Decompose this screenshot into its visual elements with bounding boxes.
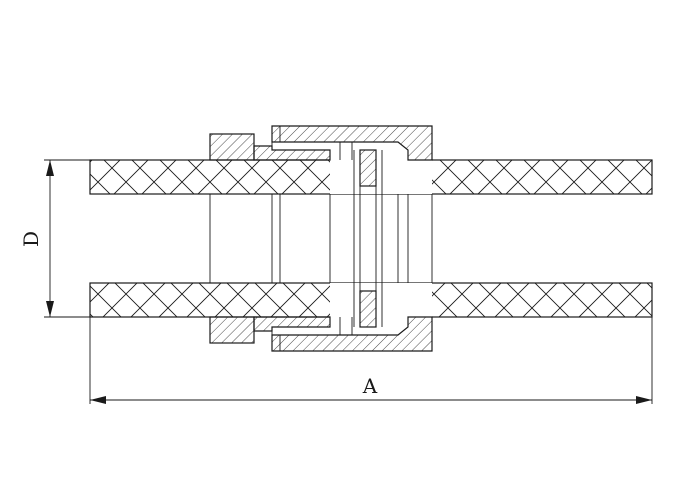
center-gasket <box>353 149 383 328</box>
union-nut-top <box>209 125 433 161</box>
bore-section-lines <box>209 194 433 283</box>
dimension-a: A <box>89 317 653 404</box>
dimension-d: D <box>19 159 90 318</box>
union-nut-bottom <box>209 316 433 352</box>
dimension-d-label: D <box>19 231 43 247</box>
dimension-a-label: A <box>362 374 378 398</box>
